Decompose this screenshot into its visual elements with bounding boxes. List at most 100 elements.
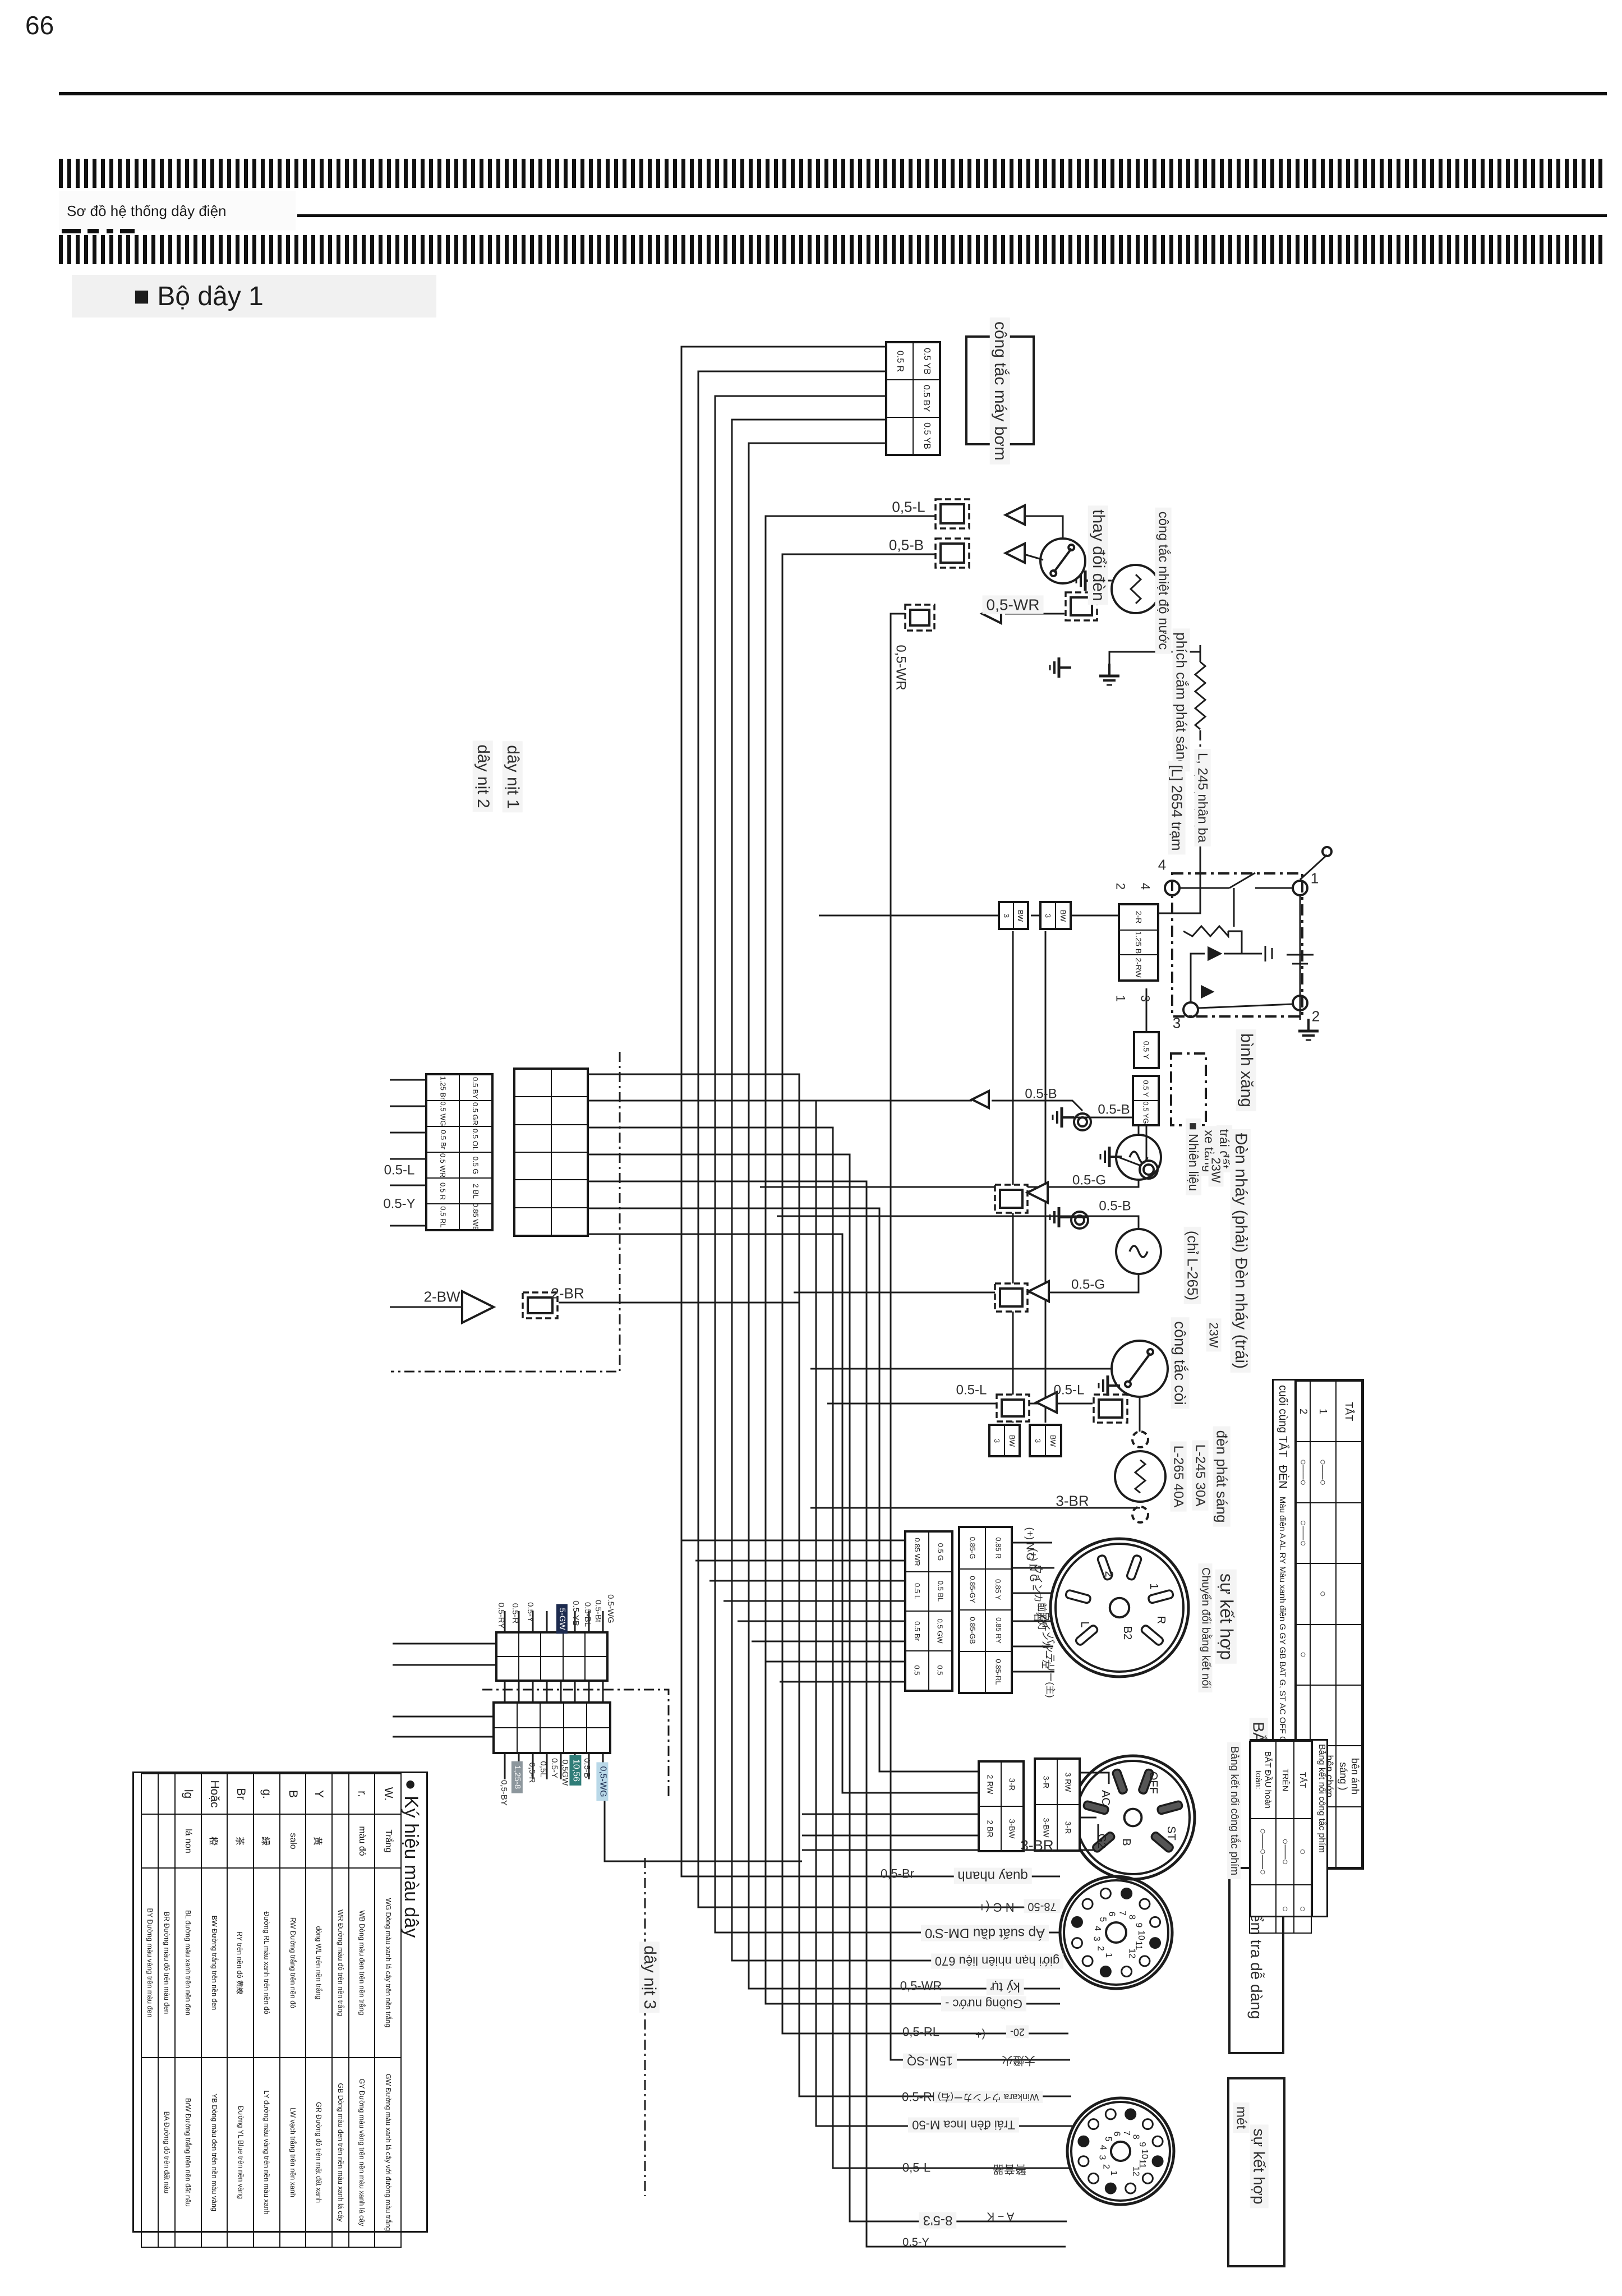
connector-cell: 1.25 Br [427,1075,459,1101]
svg-text:8: 8 [1131,2134,1140,2139]
connector-cell [515,1180,551,1208]
legend-cell: BA Đường đỏ trên đất nâu [158,2058,176,2247]
connector-cell: 3 RW [1057,1759,1079,1805]
page-number: 66 [25,11,54,40]
legend-cell: 黄 [306,1814,332,1868]
diagram-label: 0.5-WG [605,1594,615,1623]
diagram-label: 0,5-R [527,1762,537,1783]
diagram-label: 78-50 [1024,1899,1061,1913]
connector-cell [494,1728,518,1752]
diagram-label: 0.5-Y [525,1602,535,1622]
diagram-label: 0.5-G [1071,1277,1105,1292]
section-rule [297,214,1607,217]
diagram-label: 0,5-WR [893,645,909,691]
section-label-text: Sơ đồ hệ thống dây điện [67,202,227,219]
svg-text:B: B [1120,1838,1132,1846]
legend-cell: WG Dòng màu xanh lá cây trên nền trắng [375,1868,401,2058]
connector-cell [541,1657,563,1680]
switch-grid-cell: BẮT ĐẦU hoàn toàn: [1250,1741,1277,1819]
connector-cell: 3 [1041,903,1056,928]
connector-cell: 0.85 RY [985,1610,1011,1651]
legend-cell: r. [348,1774,375,1814]
diagram-label: 0.5-B [1099,1198,1131,1214]
switch-grid-cell [1296,1685,1310,1746]
switch-grid-cell: ○──○ [1296,1442,1310,1503]
diagram-label: [L] 2654 trạm [1168,761,1186,855]
diagram-label: 0.5-Y [902,2236,929,2249]
section-dash-3 [107,229,113,233]
diagram-label: 0,5-Br [881,1866,914,1881]
connector-cell [515,1124,551,1152]
legend-cell: Hoặc [201,1774,228,1814]
svg-text:12: 12 [1127,1948,1137,1958]
legend-cell: LY đường màu vàng trên nền màu xanh [253,2058,280,2247]
connector-cell [515,1207,551,1235]
diagram-label: 大燈火 [1002,2054,1035,2067]
diagram-label: 0,5L [538,1761,548,1778]
note-den: ĐÈN [1277,1465,1289,1489]
legend-cell: GY Đường màu vàng trên nền màu xanh lá c… [348,2058,375,2247]
diagram-label: 0.5-B [582,1758,592,1778]
diagram-label: 0.5-YB [570,1600,580,1626]
switch-grid-cell [1336,1563,1362,1625]
connector-cell: 0.5 BY [913,380,939,417]
harness-connector-c [495,1631,609,1682]
diagram-label: dây nịt 3 [639,1941,660,2013]
connector-cell: 0.5 Y [1135,1033,1158,1068]
connector-cell [563,1657,585,1680]
diagram-label: Chuyển đổi bằng kết nối [1198,1563,1213,1692]
svg-text:AC: AC [1099,1790,1112,1806]
legend-cell [331,1774,349,1814]
svg-text:1: 1 [1104,1953,1113,1958]
switch-grid-cell: ○──○──○ [1250,1819,1277,1885]
connector-cell [519,1633,541,1657]
legend-cell: Đường YL Blue trên nền vàng [227,2058,254,2247]
connector-cell: 0.5 G [929,1532,952,1572]
legend-cell: BR Đường màu đỏ trên màu đen [158,1868,176,2058]
diagram-label: công tắc máy bơm [990,317,1010,465]
connector-cell [517,1703,541,1728]
harness-connector-b [513,1068,589,1237]
header-rule [59,92,1607,95]
svg-text:1: 1 [1109,2170,1118,2175]
diagram-label: mét [1233,2102,1250,2133]
connector-cell: 2 RW [979,1762,1001,1806]
svg-text:L: L [1079,1621,1091,1627]
switch-grid-cell: ○──○ [1296,1502,1310,1564]
svg-text:9: 9 [1137,2142,1147,2147]
diagram-label: − N C (+ [978,1900,1025,1915]
diagram-label: 20- [1006,2025,1029,2039]
diagram-label: 0.5-Y [549,1758,559,1778]
diagram-label: 3 [1138,995,1153,1002]
legend-cell: màu đỏ [348,1814,375,1868]
svg-text:11: 11 [1134,1941,1144,1950]
legend-cell: GR Đường đỏ trên mặt đất xanh [306,2058,332,2247]
connector-cell [887,380,913,417]
switch-grid-cell: ○──○ [1276,1819,1294,1885]
connector-cell [887,417,913,454]
diagram-label: 0.5-RY [496,1602,506,1629]
legend-cell: Br [227,1774,254,1814]
legend-cell: Trắng [375,1814,401,1868]
diagram-label: 0.5-RL [901,2090,939,2104]
connector-cell: 3 [999,903,1013,928]
svg-text:1: 1 [1148,1583,1160,1589]
section-label: Sơ đồ hệ thống dây điện [59,191,296,231]
legend-cell: LW vạch trắng trên nền xanh [279,2058,306,2247]
legend-cell: BW Đường trắng trên nền đen [201,1868,228,2058]
connector-cell: 0.5 Br [906,1611,929,1651]
legend-cell: lá non [175,1814,201,1868]
svg-text:2: 2 [1101,2164,1110,2169]
diagram-label: 0,5-WG [596,1762,609,1801]
section-dash-1 [62,229,81,233]
legend-cell: Y [306,1774,332,1814]
diagram-label: (chỉ L-265) [1183,1226,1201,1305]
connector-cell: 3-R [1057,1805,1079,1850]
